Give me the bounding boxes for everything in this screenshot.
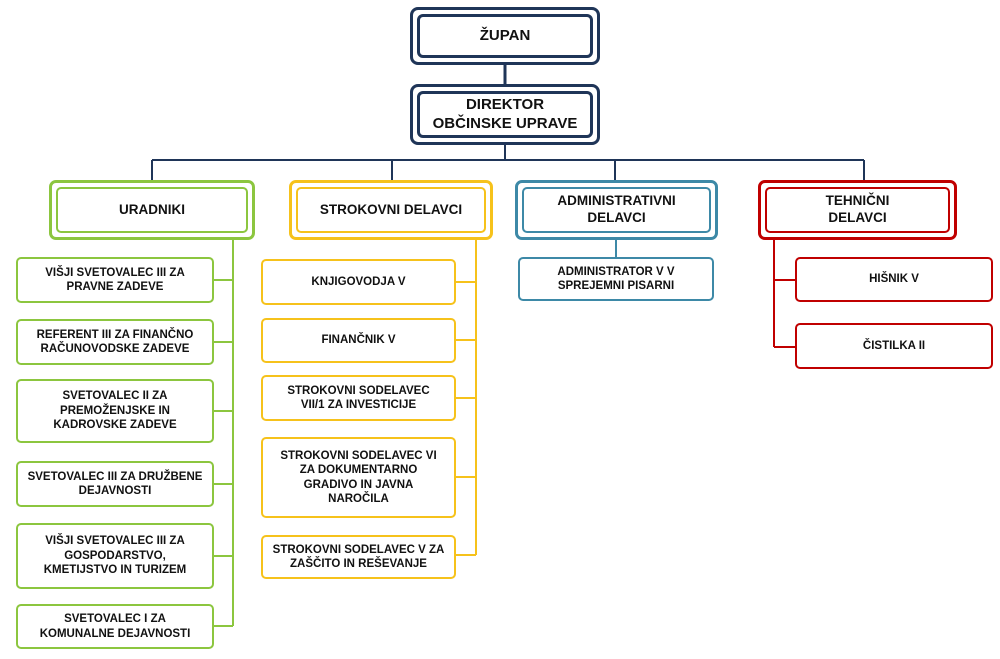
- strokovni-item: FINANČNIK V: [261, 318, 456, 363]
- group-title-tehnicni: TEHNIČNI DELAVCI: [825, 193, 890, 225]
- uradniki-item: REFERENT III ZA FINANČNO RAČUNOVODSKE ZA…: [16, 319, 214, 365]
- group-title-strokovni: STROKOVNI DELAVCI: [319, 201, 463, 217]
- strokovni-item: STROKOVNI SODELAVEC VI ZA DOKUMENTARNO G…: [261, 437, 456, 518]
- group-title-uradniki: URADNIKI: [119, 201, 185, 217]
- group-title-administrativni: ADMINISTRATIVNI DELAVCI: [557, 193, 676, 225]
- group-header-administrativni: ADMINISTRATIVNI DELAVCI: [515, 180, 718, 240]
- strokovni-item: STROKOVNI SODELAVEC V ZA ZAŠČITO IN REŠE…: [261, 535, 456, 579]
- uradniki-item: VIŠJI SVETOVALEC III ZA GOSPODARSTVO, KM…: [16, 523, 214, 589]
- zupan-box: ŽUPAN: [410, 7, 600, 65]
- direktor-box: DIREKTOR OBČINSKE UPRAVE: [410, 84, 600, 145]
- strokovni-item: KNJIGOVODJA V: [261, 259, 456, 305]
- group-header-strokovni: STROKOVNI DELAVCI: [289, 180, 493, 240]
- group-header-tehnicni: TEHNIČNI DELAVCI: [758, 180, 957, 240]
- uradniki-item: SVETOVALEC II ZA PREMOŽENJSKE IN KADROVS…: [16, 379, 214, 443]
- tehnicni-item: HIŠNIK V: [795, 257, 993, 302]
- tehnicni-item: ČISTILKA II: [795, 323, 993, 369]
- direktor-label: DIREKTOR OBČINSKE UPRAVE: [432, 95, 578, 132]
- group-header-uradniki: URADNIKI: [49, 180, 255, 240]
- administrativni-item: ADMINISTRATOR V V SPREJEMNI PISARNI: [518, 257, 714, 301]
- uradniki-item: SVETOVALEC I ZA KOMUNALNE DEJAVNOSTI: [16, 604, 214, 649]
- strokovni-item: STROKOVNI SODELAVEC VII/1 ZA INVESTICIJE: [261, 375, 456, 421]
- uradniki-item: VIŠJI SVETOVALEC III ZA PRAVNE ZADEVE: [16, 257, 214, 303]
- zupan-label: ŽUPAN: [479, 26, 531, 44]
- uradniki-item: SVETOVALEC III ZA DRUŽBENE DEJAVNOSTI: [16, 461, 214, 507]
